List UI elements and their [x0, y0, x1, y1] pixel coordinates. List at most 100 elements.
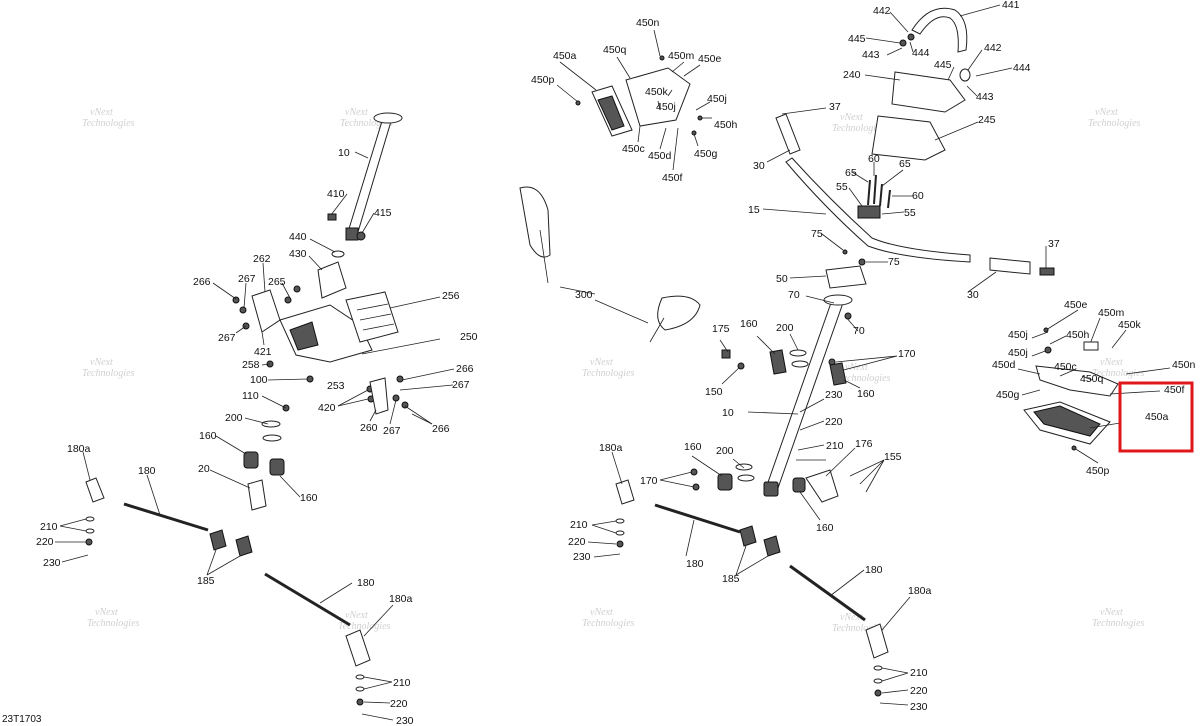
pad-240-part: [891, 71, 966, 113]
label-450d: 450d: [992, 359, 1016, 371]
label-220: 220: [825, 416, 843, 428]
label-450g: 450g: [694, 148, 718, 160]
label-445: 445: [934, 59, 952, 71]
clamp-50-part: [825, 265, 867, 289]
label-180: 180: [357, 577, 375, 589]
label-230: 230: [396, 715, 414, 726]
grab-handle-441-part: [911, 7, 968, 53]
watermarks: vNext Technologies vNext Technologies vN…: [82, 107, 1145, 634]
handguard-frame-part: [625, 67, 691, 127]
label-262: 262: [253, 253, 271, 265]
label-450p: 450p: [531, 74, 555, 86]
left-steering-assembly: [209, 112, 455, 511]
label-450p: 450p: [1086, 465, 1110, 477]
watermark-vnext: vNext: [345, 610, 368, 621]
label-450a: 450a: [553, 50, 577, 62]
label-450c: 450c: [622, 143, 645, 155]
label-260: 260: [360, 422, 378, 434]
column-flange-part: [373, 112, 403, 124]
label-160: 160: [199, 430, 217, 442]
label-450d: 450d: [648, 150, 672, 162]
label-160: 160: [857, 388, 875, 400]
bolt-410-part: [327, 213, 337, 221]
handguard-frame-part: [1035, 365, 1119, 397]
label-160: 160: [816, 522, 834, 534]
label-450q: 450q: [603, 44, 627, 56]
label-450j: 450j: [1008, 329, 1028, 341]
watermark-vnext: vNext: [345, 107, 368, 118]
right-handguard-assembly: [1017, 309, 1171, 464]
label-267: 267: [218, 332, 236, 344]
label-65: 65: [845, 167, 857, 179]
label-450j: 450j: [656, 101, 676, 113]
part-labels: 10 410 415 440 430 256 250 262 266 267 2…: [36, 0, 1196, 726]
label-444: 444: [912, 47, 930, 59]
label-37: 37: [829, 101, 841, 113]
label-200: 200: [776, 322, 794, 334]
label-265: 265: [268, 276, 286, 288]
label-450k: 450k: [645, 86, 669, 98]
handlebar-15-part: [785, 157, 971, 263]
label-443: 443: [862, 49, 880, 61]
watermark-technologies: Technologies: [1092, 368, 1145, 379]
handlebar-assembly: [762, 107, 1055, 293]
watermark-vnext: vNext: [90, 357, 113, 368]
watermark-technologies: Technologies: [1088, 118, 1141, 129]
label-220: 220: [568, 536, 586, 548]
pivot-20-part: [247, 479, 267, 511]
label-450h: 450h: [1066, 329, 1090, 341]
label-65: 65: [899, 158, 911, 170]
adjuster-185: [235, 535, 253, 557]
clamp-55-part: [857, 205, 881, 219]
watermark-vnext: vNext: [845, 362, 868, 373]
label-210: 210: [393, 677, 411, 689]
watermark-vnext: vNext: [95, 607, 118, 618]
diagram-code: 23T1703: [2, 714, 42, 725]
bracket-176-part: [805, 469, 839, 503]
label-170: 170: [898, 348, 916, 360]
watermark-technologies: Technologies: [338, 621, 391, 632]
bushing-160-part: [243, 451, 259, 469]
label-253: 253: [327, 380, 345, 392]
watermark-technologies: Technologies: [82, 118, 135, 129]
label-258: 258: [242, 359, 260, 371]
label-20: 20: [198, 463, 210, 475]
label-230: 230: [43, 557, 61, 569]
label-30: 30: [967, 289, 979, 301]
column-end-part: [345, 227, 359, 241]
watermark-technologies: Technologies: [582, 618, 635, 629]
label-185: 185: [722, 573, 740, 585]
bushing-160-part: [269, 458, 285, 476]
highlight-box-450a: [1118, 381, 1194, 453]
mirror-300-right-part: [657, 295, 701, 331]
watermark-vnext: vNext: [840, 612, 863, 623]
label-200: 200: [716, 445, 734, 457]
label-160: 160: [300, 492, 318, 504]
watermark-vnext: vNext: [840, 112, 863, 123]
label-75: 75: [811, 228, 823, 240]
label-180: 180: [138, 465, 156, 477]
label-50: 50: [776, 273, 788, 285]
label-37: 37: [1048, 238, 1060, 250]
grip-30-left-part: [775, 113, 801, 155]
label-230: 230: [573, 551, 591, 563]
label-450g: 450g: [996, 389, 1020, 401]
label-160: 160: [684, 441, 702, 453]
label-100: 100: [250, 374, 268, 386]
label-450j: 450j: [1008, 347, 1028, 359]
label-415: 415: [374, 207, 392, 219]
watermark-vnext: vNext: [590, 357, 613, 368]
tie-rod-end-180a: [85, 477, 105, 503]
label-450q: 450q: [1080, 373, 1104, 385]
watermark-technologies: Technologies: [340, 118, 393, 129]
label-220: 220: [390, 698, 408, 710]
label-430: 430: [289, 248, 307, 260]
label-10: 10: [338, 147, 350, 159]
clamp-440-part: [331, 250, 345, 258]
label-267: 267: [238, 273, 256, 285]
label-230: 230: [825, 389, 843, 401]
watermark-technologies: Technologies: [832, 123, 885, 134]
watermark-vnext: vNext: [1095, 107, 1118, 118]
label-450j: 450j: [707, 93, 727, 105]
watermark-vnext: vNext: [1100, 607, 1123, 618]
